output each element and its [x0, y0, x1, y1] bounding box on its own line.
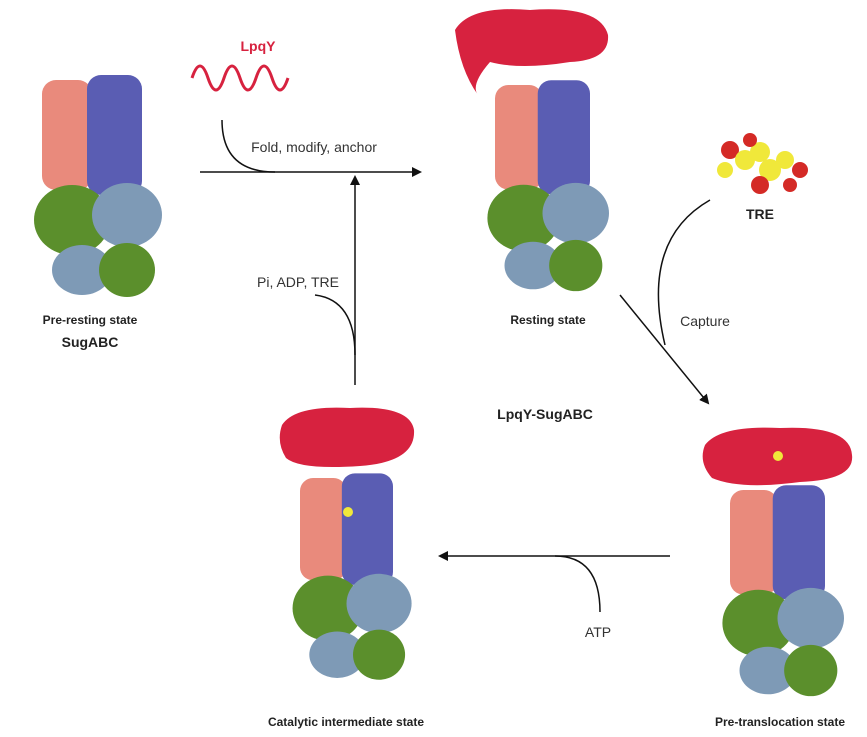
- capture-arrow: [619, 294, 710, 405]
- catalytic-structure: [279, 407, 415, 680]
- pre-resting-structure: [34, 75, 162, 297]
- sugabc-label: SugABC: [61, 334, 119, 350]
- pre-translocation-label: Pre-translocation state: [714, 715, 846, 729]
- complex-label: LpqY-SugABC: [497, 406, 593, 422]
- fold-label: Fold, modify, anchor: [251, 139, 377, 155]
- release-curve: [314, 294, 356, 356]
- fold-curve: [221, 119, 276, 173]
- resting-structure: [455, 9, 609, 292]
- pre-resting-label: Pre-resting state: [42, 313, 138, 327]
- tre-label: TRE: [746, 206, 774, 222]
- catalytic-label: Catalytic intermediate state: [267, 715, 425, 729]
- capture-label: Capture: [680, 313, 730, 329]
- pre-translocation-structure: [702, 427, 853, 697]
- tre-molecule: [717, 133, 808, 194]
- capture-curve: [657, 199, 711, 346]
- lpqy-label: LpqY: [240, 38, 276, 54]
- release-label: Pi, ADP, TRE: [257, 274, 339, 290]
- atp-label: ATP: [584, 624, 612, 640]
- atp-curve: [554, 555, 601, 613]
- resting-label: Resting state: [510, 313, 586, 327]
- lpqy-wave-icon: [190, 64, 290, 92]
